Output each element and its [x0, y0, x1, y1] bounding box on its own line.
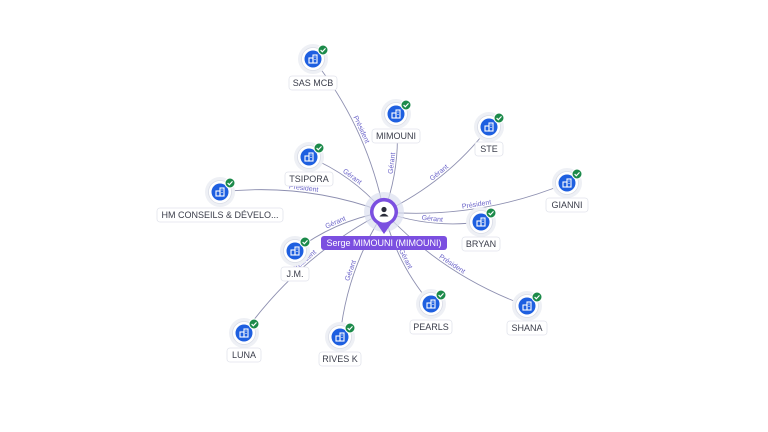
node-label-bg	[409, 319, 453, 335]
company-node-gianni[interactable]: GIANNI	[545, 168, 589, 213]
company-node-bryan[interactable]: BRYAN	[461, 207, 501, 252]
verified-check-icon	[344, 322, 356, 334]
company-node-jm[interactable]: J.M.	[280, 236, 311, 282]
node-label-luna: LUNA	[232, 350, 256, 360]
edge-luna	[243, 211, 385, 334]
node-label-shana: SHANA	[511, 323, 542, 333]
center-name-pill	[321, 236, 447, 250]
node-label-rives-k: RIVES K	[322, 354, 358, 364]
node-label-bg	[545, 197, 589, 213]
node-label-bg	[284, 171, 334, 187]
node-label-ste: STE	[480, 144, 498, 154]
edge-sas-mcb	[312, 58, 385, 213]
company-node-shana[interactable]: SHANA	[506, 291, 548, 336]
node-label-bg	[474, 141, 504, 157]
verified-check-icon	[248, 318, 260, 330]
verified-check-icon	[299, 236, 311, 248]
company-node-hm-conseils[interactable]: HM CONSEILS & DÉVELO...	[156, 177, 284, 223]
edge-label-shana: Président	[438, 254, 467, 276]
verified-check-icon	[313, 142, 325, 154]
company-icon	[484, 122, 494, 132]
verified-check-icon	[400, 99, 412, 111]
company-icon	[476, 217, 486, 227]
center-person-node[interactable]: Serge MIMOUNI (MIMOUNI)	[321, 192, 447, 250]
verified-check-icon	[435, 289, 447, 301]
node-label-bryan: BRYAN	[466, 239, 496, 249]
company-icon	[304, 152, 314, 162]
edge-label-rives-k: Gérant	[344, 259, 358, 282]
company-node-luna[interactable]: LUNA	[226, 318, 262, 363]
company-icon	[391, 109, 401, 119]
node-label-sas-mcb: SAS MCB	[293, 78, 334, 88]
node-label-bg	[318, 351, 362, 367]
company-icon	[290, 246, 300, 256]
company-icon	[522, 301, 532, 311]
edge-label-mimouni: Gérant	[388, 152, 398, 174]
verified-check-icon	[224, 177, 236, 189]
verified-check-icon	[571, 168, 583, 180]
node-label-hm-conseils: HM CONSEILS & DÉVELO...	[161, 210, 278, 220]
node-label-bg	[506, 320, 548, 336]
node-label-bg	[288, 75, 338, 91]
company-icon	[215, 187, 225, 197]
node-label-bg	[156, 207, 284, 223]
edge-label-jm: Gérant	[325, 215, 347, 230]
company-icon	[426, 299, 436, 309]
verified-check-icon	[493, 112, 505, 124]
verified-check-icon	[485, 207, 497, 219]
company-node-pearls[interactable]: PEARLS	[409, 289, 453, 335]
node-label-tsipora: TSIPORA	[289, 174, 329, 184]
company-node-tsipora[interactable]: TSIPORA	[284, 142, 334, 187]
company-icon	[562, 178, 572, 188]
verified-check-icon	[531, 291, 543, 303]
verified-check-icon	[317, 44, 329, 56]
company-node-mimouni[interactable]: MIMOUNI	[371, 99, 421, 144]
company-icon	[239, 328, 249, 338]
person-icon	[379, 206, 389, 217]
edge-label-hm-conseils: Président	[289, 183, 319, 194]
node-label-jm: J.M.	[287, 269, 304, 279]
edge-shana	[383, 211, 528, 307]
node-label-bg	[280, 266, 310, 282]
edge-label-tsipora: Gérant	[341, 168, 362, 186]
company-node-rives-k[interactable]: RIVES K	[318, 322, 362, 367]
center-name: Serge MIMOUNI (MIMOUNI)	[326, 238, 441, 248]
edge-label-ste: Gérant	[429, 164, 450, 183]
node-label-mimouni: MIMOUNI	[376, 131, 416, 141]
nodes[interactable]: SAS MCB MIMOUNI STE TSIPORA GIANNI HM CONSEIL…	[156, 44, 589, 367]
node-label-pearls: PEARLS	[413, 322, 449, 332]
company-node-ste[interactable]: STE	[474, 112, 505, 157]
company-icon	[335, 332, 345, 342]
company-icon	[308, 54, 318, 64]
edge-label-sas-mcb: Président	[351, 115, 370, 145]
edge-label-gianni: Président	[462, 199, 492, 211]
node-label-bg	[226, 347, 262, 363]
node-label-bg	[371, 128, 421, 144]
node-label-bg	[461, 236, 501, 252]
edge-label-bryan: Gérant	[421, 215, 443, 224]
company-node-sas-mcb[interactable]: SAS MCB	[288, 44, 338, 91]
node-label-gianni: GIANNI	[551, 200, 582, 210]
